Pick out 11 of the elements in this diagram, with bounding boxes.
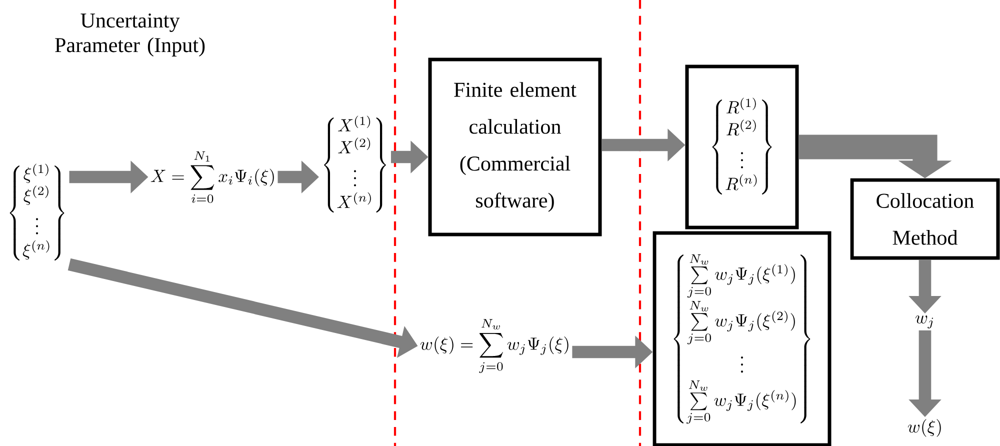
heading-label: Uncertainty Parameter (Input): [55, 13, 205, 57]
formula: $\left\{\begin{matrix}\xi^{(1)}\\ \xi^{(2)}\\ \vdots\\ \xi^{(n)}\end{matrix}\right\}$: [10, 164, 64, 260]
formula: $X=\sum_{i=0}^{N_1} x_i\Psi_i(\xi)$: [150, 151, 274, 203]
result-box: $\left\{\begin{matrix}R^{(1)}\\ R^{(2)}\\ \vdots\\ R^{(n)}\end{matrix}\right\}$: [685, 64, 799, 230]
formula: $\left\{\begin{matrix}X^{(1)}\\ X^{(2)}\\ \vdots\\ X^{(n)}\end{matrix}\right\}$: [324, 116, 386, 212]
formula: $w(\xi)=\sum_{j=0}^{N_w} w_j\Psi_j(\xi)$: [420, 319, 568, 373]
process-box: Finite element calculation (Commercial software): [428, 58, 602, 236]
formula: $w_j$: [916, 316, 933, 328]
process-box: Collocation Method: [850, 178, 1000, 260]
formula: $w(\xi)$: [908, 419, 941, 437]
result-box: $\left\{\begin{matrix}\sum\limits_{j=0}^{N_w} w_j\Psi_j(\xi^{(1)})\\ \sum\limits_{j=0}^{N_w} w_j\Psi_j(\xi^{(2)})\\ \vdots\\ \sum\limits_{j=0}^{N_w} w_j\Psi_j(\xi^{(n)})\end{matrix}\right\}$: [652, 231, 832, 446]
